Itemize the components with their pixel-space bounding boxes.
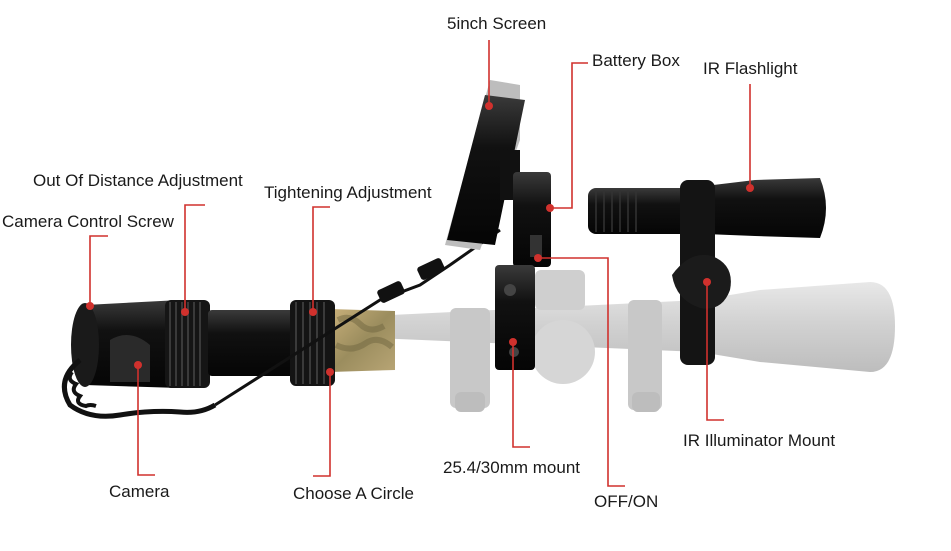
camera-lens-cover xyxy=(110,335,150,382)
label-battery-box: Battery Box xyxy=(592,51,680,70)
label-off-on: OFF/ON xyxy=(594,492,659,511)
scope-ring-right xyxy=(628,300,662,410)
rifle-scope xyxy=(330,270,895,412)
ir-flashlight-body xyxy=(588,178,826,365)
label-ir-flashlight: IR Flashlight xyxy=(703,59,798,78)
label-5inch-screen: 5inch Screen xyxy=(447,14,547,33)
scope-ring-left xyxy=(450,308,490,408)
lcd-screen xyxy=(445,80,525,250)
turret-top xyxy=(535,270,585,310)
video-cable xyxy=(214,228,501,407)
turret-side xyxy=(531,320,595,384)
label-ir-illuminator-mount: IR Illuminator Mount xyxy=(683,431,836,450)
coiled-cable xyxy=(61,358,217,419)
leader-lines xyxy=(89,40,751,487)
label-camera: Camera xyxy=(109,482,170,501)
label-camera-control-screw: Camera Control Screw xyxy=(2,212,174,231)
label-mount: 25.4/30mm mount xyxy=(443,458,581,477)
power-switch xyxy=(530,235,542,257)
camo-wrap xyxy=(330,309,395,372)
label-out-of-distance-adjustment: Out Of Distance Adjustment xyxy=(33,171,243,190)
mount-bracket xyxy=(495,265,535,370)
mount-knob xyxy=(672,254,731,309)
label-choose-a-circle: Choose A Circle xyxy=(293,484,414,503)
leader-dots xyxy=(86,102,754,376)
night-vision-camera xyxy=(71,300,335,388)
battery-box xyxy=(513,172,551,267)
label-tightening-adjustment: Tightening Adjustment xyxy=(264,183,432,202)
